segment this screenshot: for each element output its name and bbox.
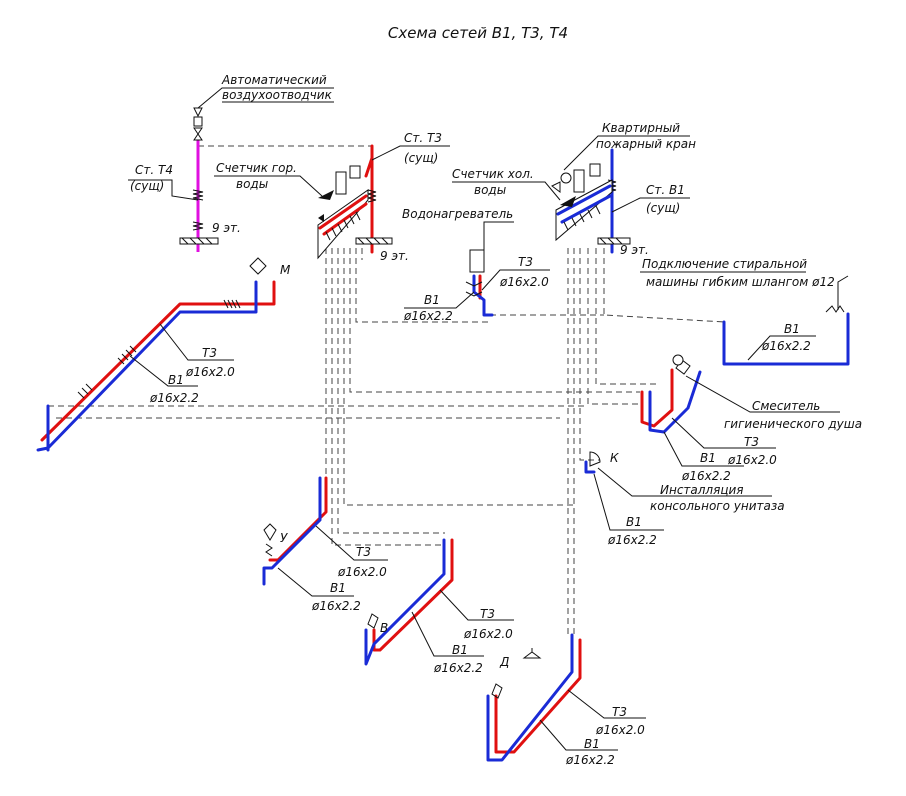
- svg-text:Квартирный: Квартирный: [602, 121, 680, 135]
- svg-text:Т3: Т3: [612, 705, 627, 719]
- cold-manifold: [551, 148, 631, 254]
- svg-text:(сущ): (сущ): [130, 179, 164, 193]
- svg-text:воздухоотводчик: воздухоотводчик: [222, 88, 333, 102]
- cold-meter-label: Счетчик хол. воды: [452, 167, 561, 201]
- svg-text:Ст. В1: Ст. В1: [646, 183, 685, 197]
- branch-d: Д Т3 ø16x2.0 В1 ø16x2.2: [486, 633, 646, 767]
- svg-text:Т3: Т3: [518, 255, 533, 269]
- washing-machine-connection: Подключение стиральной машины гибким шла…: [640, 257, 850, 366]
- svg-text:ø16x2.0: ø16x2.0: [463, 627, 513, 641]
- svg-text:Д: Д: [499, 655, 509, 669]
- svg-text:М: М: [280, 263, 291, 277]
- svg-text:пожарный кран: пожарный кран: [596, 137, 696, 151]
- floor-label-left: 9 эт.: [212, 221, 241, 235]
- svg-text:В1: В1: [584, 737, 600, 751]
- svg-text:Смеситель: Смеситель: [752, 399, 820, 413]
- toilet-installation: К Инсталляция консольного унитаза В1 ø16…: [584, 451, 785, 547]
- svg-text:воды: воды: [236, 177, 268, 191]
- svg-text:В1: В1: [330, 581, 346, 595]
- svg-text:В1: В1: [626, 515, 642, 529]
- svg-text:ø16x2.0: ø16x2.0: [337, 565, 387, 579]
- svg-text:ø16x2.0: ø16x2.0: [727, 453, 777, 467]
- svg-text:У: У: [280, 531, 288, 545]
- hot-meter-label: Счетчик гор. воды: [214, 161, 323, 197]
- st-t3-label: Ст. Т3 (сущ): [371, 131, 450, 165]
- svg-text:ø16x2.2: ø16x2.2: [761, 339, 811, 353]
- svg-text:ø16x2.2: ø16x2.2: [311, 599, 361, 613]
- air-vent-label: Автоматический воздухоотводчик: [197, 73, 334, 109]
- fire-tap-label: Квартирный пожарный кран: [563, 121, 696, 171]
- svg-text:Счетчик гор.: Счетчик гор.: [216, 161, 297, 175]
- svg-text:ø16x2.2: ø16x2.2: [149, 391, 199, 405]
- svg-text:ø16x2.0: ø16x2.0: [499, 275, 549, 289]
- water-heater: Водонагреватель Т3 ø16x2.0 В1 ø16x2.2: [402, 207, 550, 323]
- svg-text:Автоматический: Автоматический: [221, 73, 327, 87]
- st-b1-label: Ст. В1 (сущ): [611, 183, 690, 215]
- svg-text:ø16x2.2: ø16x2.2: [403, 309, 453, 323]
- floor-label-right: 9 эт.: [620, 243, 649, 257]
- svg-text:В1: В1: [452, 643, 468, 657]
- branch-v: В Т3 ø16x2.0 В1 ø16x2.2: [364, 538, 514, 675]
- svg-text:Счетчик хол.: Счетчик хол.: [452, 167, 534, 181]
- svg-text:Водонагреватель: Водонагреватель: [402, 207, 513, 221]
- scheme-title: Схема сетей В1, Т3, Т4: [388, 24, 568, 42]
- floor-label-mid: 9 эт.: [380, 249, 409, 263]
- svg-text:К: К: [610, 451, 619, 465]
- svg-text:ø16x2.0: ø16x2.0: [185, 365, 235, 379]
- st-t4-label: Ст. Т4 (сущ): [128, 163, 199, 201]
- svg-text:В1: В1: [784, 322, 800, 336]
- hot-manifold: [317, 144, 393, 260]
- svg-text:Инсталляция: Инсталляция: [660, 483, 744, 497]
- svg-text:В1: В1: [700, 451, 716, 465]
- svg-text:Подключение стиральной: Подключение стиральной: [642, 257, 807, 271]
- svg-text:ø16x2.2: ø16x2.2: [607, 533, 657, 547]
- svg-text:Т3: Т3: [202, 346, 217, 360]
- branch-m: М Т3 ø16x2.0 В1 ø16x2.2: [36, 257, 291, 452]
- svg-text:(сущ): (сущ): [404, 151, 438, 165]
- svg-text:В1: В1: [168, 373, 184, 387]
- hygienic-shower: Смеситель гигиенического душа Т3 ø16x2.0…: [640, 354, 862, 483]
- svg-text:машины гибким шлангом ø12: машины гибким шлангом ø12: [646, 275, 835, 289]
- svg-text:В1: В1: [424, 293, 440, 307]
- svg-text:Т3: Т3: [744, 435, 759, 449]
- svg-text:Ст. Т4: Ст. Т4: [135, 163, 173, 177]
- svg-text:Ст. Т3: Ст. Т3: [404, 131, 442, 145]
- svg-text:(сущ): (сущ): [646, 201, 680, 215]
- dashed-distribution-lines: [48, 145, 726, 635]
- svg-text:Т3: Т3: [356, 545, 371, 559]
- svg-text:ø16x2.2: ø16x2.2: [433, 661, 483, 675]
- svg-text:воды: воды: [474, 183, 506, 197]
- svg-text:ø16x2.2: ø16x2.2: [681, 469, 731, 483]
- svg-text:В: В: [380, 621, 388, 635]
- svg-text:Т3: Т3: [480, 607, 495, 621]
- riser-t4: [179, 107, 219, 252]
- svg-text:ø16x2.2: ø16x2.2: [565, 753, 615, 767]
- svg-text:консольного унитаза: консольного унитаза: [650, 499, 785, 513]
- svg-text:ø16x2.0: ø16x2.0: [595, 723, 645, 737]
- svg-text:гигиенического душа: гигиенического душа: [724, 417, 862, 431]
- branch-u: У Т3 ø16x2.0 В1 ø16x2.2: [262, 476, 388, 613]
